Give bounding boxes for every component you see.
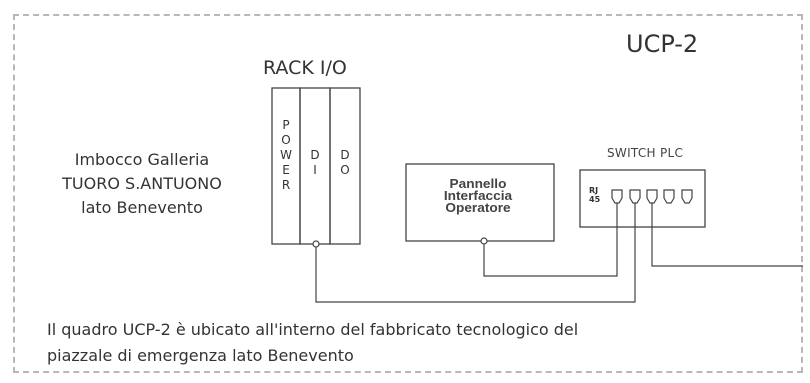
location-label: Imbocco Galleria TUORO S.ANTUONO lato Be… bbox=[42, 148, 242, 220]
note-line-2: piazzale di emergenza lato Benevento bbox=[47, 346, 354, 365]
page-title: UCP-2 bbox=[626, 30, 699, 58]
switch-port-4 bbox=[663, 189, 675, 204]
rack-module-power-label: P O W E R bbox=[280, 118, 292, 192]
rack-label: RACK I/O bbox=[263, 57, 347, 79]
diagram-frame bbox=[13, 14, 803, 373]
panel-line-3: Operatore bbox=[445, 200, 511, 215]
operator-panel-label: Pannello Interfaccia Operatore bbox=[415, 176, 541, 215]
switch-port-3 bbox=[646, 189, 658, 204]
cable-panel-switch bbox=[483, 203, 618, 277]
cable-di-switch bbox=[315, 203, 636, 303]
switch-port-1 bbox=[611, 189, 623, 204]
note-line-1: Il quadro UCP-2 è ubicato all'interno de… bbox=[47, 320, 579, 339]
switch-port-label: RJ 45 bbox=[589, 186, 601, 204]
rack-module-di-label: D I bbox=[310, 148, 320, 177]
panel-line-2: Interfaccia bbox=[443, 188, 513, 203]
panel-line-1: Pannello bbox=[449, 176, 507, 191]
switch-ports bbox=[611, 189, 693, 204]
switch-label: SWITCH PLC bbox=[607, 146, 684, 160]
switch-port-5 bbox=[681, 189, 693, 204]
location-line-2: TUORO S.ANTUONO bbox=[62, 174, 222, 193]
rack-module-do bbox=[329, 87, 361, 245]
switch-plc-box bbox=[579, 169, 706, 228]
connector-di bbox=[312, 240, 320, 248]
connector-panel bbox=[480, 237, 488, 245]
operator-panel-box bbox=[405, 163, 555, 242]
location-line-1: Imbocco Galleria bbox=[74, 150, 210, 169]
cables bbox=[315, 203, 803, 303]
footer-note: Il quadro UCP-2 è ubicato all'interno de… bbox=[47, 317, 767, 369]
cable-uplink bbox=[651, 203, 803, 267]
rack-module-do-label: D O bbox=[340, 148, 350, 177]
location-line-3: lato Benevento bbox=[81, 198, 203, 217]
switch-port-2 bbox=[629, 189, 641, 204]
